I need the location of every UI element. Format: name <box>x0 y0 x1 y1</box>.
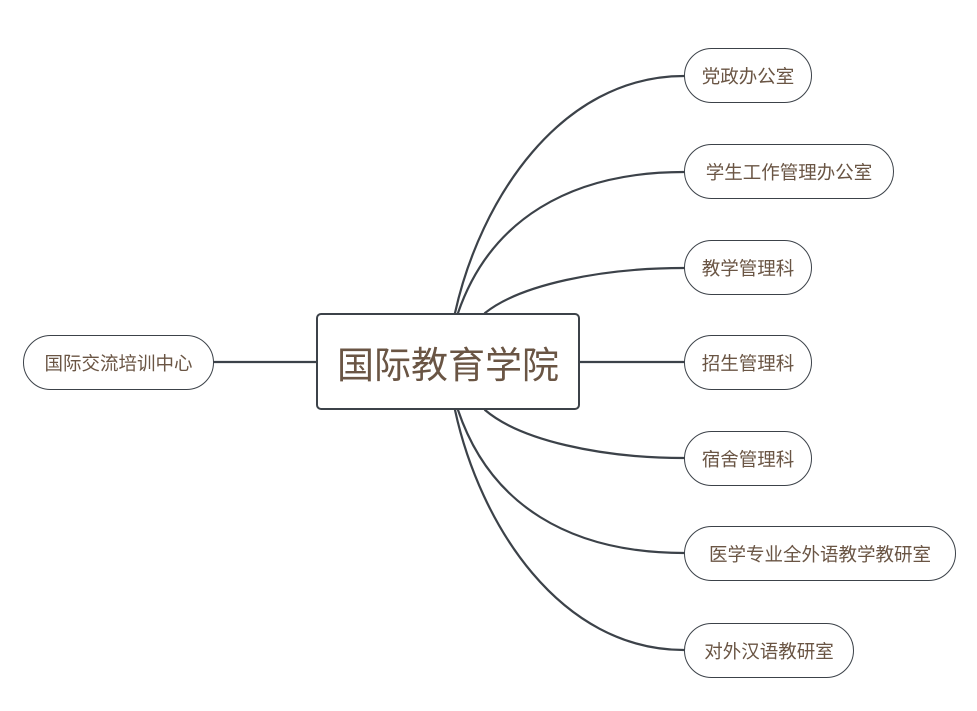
topic-student-affairs-office[interactable]: 学生工作管理办公室 <box>684 144 894 199</box>
connector-right-7 <box>453 408 686 652</box>
topic-teaching-management[interactable]: 教学管理科 <box>684 240 812 295</box>
topic-admissions-management[interactable]: 招生管理科 <box>684 335 812 390</box>
connector-right-6 <box>456 408 686 555</box>
topic-dormitory-management[interactable]: 宿舍管理科 <box>684 431 812 486</box>
connector-right-1 <box>453 74 686 315</box>
connector-right-5 <box>483 408 686 460</box>
topic-chinese-as-foreign-language-office[interactable]: 对外汉语教研室 <box>684 623 854 678</box>
central-topic[interactable]: 国际教育学院 <box>316 313 580 410</box>
connector-right-3 <box>483 266 686 315</box>
topic-party-admin-office[interactable]: 党政办公室 <box>684 48 812 103</box>
topic-medical-foreign-language-teaching-office[interactable]: 医学专业全外语教学教研室 <box>684 526 956 581</box>
connector-right-2 <box>456 170 686 315</box>
topic-intl-exchange-training-center[interactable]: 国际交流培训中心 <box>23 335 214 390</box>
